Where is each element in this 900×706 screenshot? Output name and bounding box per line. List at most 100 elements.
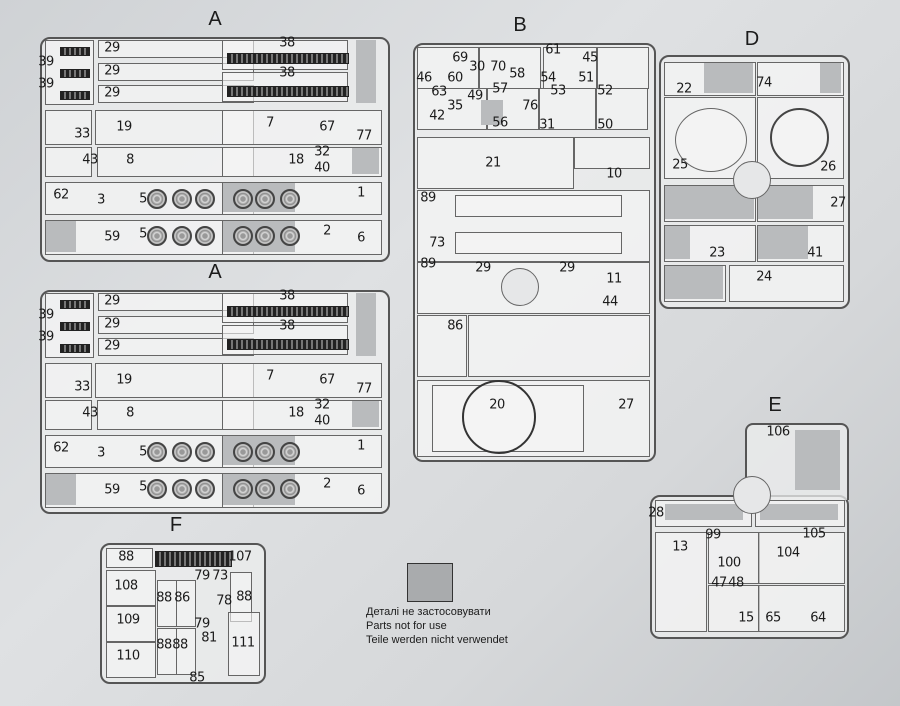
sprue-gate [501,268,539,306]
track-pin-part [60,300,90,309]
part-number-label: 86 [447,318,463,334]
part-number-label: 38 [279,35,295,51]
unused-part-area [481,100,503,125]
part-number-label: 30 [469,59,485,75]
part-number-label: 23 [709,245,725,261]
part-number-label: 77 [356,381,372,397]
part-number-label: 43 [82,405,98,421]
part-number-label: 109 [116,612,140,628]
sprue-cell [45,182,254,215]
track-pin-part [60,47,90,56]
part-number-label: 48 [728,575,744,591]
sprue-cell [539,88,596,130]
part-number-label: 26 [820,159,836,175]
part-number-label: 10 [606,166,622,182]
part-number-label: 50 [597,117,613,133]
road-wheel-part [280,189,300,209]
part-number-label: 108 [114,578,138,594]
part-number-label: 45 [582,50,598,66]
sprue-gate [733,161,771,199]
unused-part-area [46,221,76,252]
road-wheel-part [255,479,275,499]
unused-part-area [665,226,690,259]
road-wheel-part [147,226,167,246]
part-number-label: 32 [314,397,330,413]
part-number-label: 39 [38,54,54,70]
part-number-label: 3 [97,192,105,208]
part-number-label: 1 [357,438,365,454]
part-number-label: 69 [452,50,468,66]
part-number-label: 42 [429,108,445,124]
part-number-label: 67 [319,119,335,135]
part-number-label: 79 [194,616,210,632]
part-number-label: 106 [766,424,790,440]
part-number-label: 77 [356,128,372,144]
part-number-label: 3 [97,445,105,461]
part-number-label: 31 [539,117,555,133]
legend-text-ukrainian: Деталі не застосовувати [366,606,491,618]
road-wheel-part [172,189,192,209]
unused-part-area [704,63,753,93]
sprue-cell [655,532,707,632]
part-number-label: 59 [104,229,120,245]
part-number-label: 18 [288,152,304,168]
part-number-label: 8 [126,152,134,168]
road-wheel-part [255,189,275,209]
part-number-label: 2 [323,476,331,492]
part-number-label: 6 [357,230,365,246]
part-number-label: 11 [606,271,622,287]
part-number-label: 53 [550,83,566,99]
part-number-label: 28 [648,505,664,521]
sprue-title-a1: A [208,8,222,30]
part-number-label: 33 [74,126,90,142]
road-wheel-part [255,226,275,246]
road-wheel-part [255,442,275,462]
road-wheel-part [147,442,167,462]
part-number-label: 38 [279,288,295,304]
part-number-label: 7 [266,115,274,131]
sprue-title-f: F [169,514,183,536]
road-wheel-part [280,442,300,462]
part-number-label: 62 [53,440,69,456]
part-number-label: 32 [314,144,330,160]
road-wheel-part [195,189,215,209]
part-number-label: 13 [672,539,688,555]
part-number-label: 8 [126,405,134,421]
road-wheel-part [147,479,167,499]
part-number-label: 2 [323,223,331,239]
part-number-label: 29 [475,260,491,276]
part-number-label: 47 [711,575,727,591]
road-wheel-part [280,479,300,499]
track-pin-part [60,91,90,100]
track-link-part [227,339,349,350]
part-number-label: 88 [236,589,252,605]
legend-text-german: Teile werden nicht verwendet [366,634,508,646]
part-number-label: 40 [314,413,330,429]
part-number-label: 104 [776,545,800,561]
photo-etch-part [176,628,196,675]
sprue-cell [468,315,650,377]
road-wheel-part [233,442,253,462]
sprue-cell [417,47,479,89]
part-number-label: 79 [194,568,210,584]
track-pin-part [60,69,90,78]
part-number-label: 25 [672,157,688,173]
part-number-label: 6 [357,483,365,499]
track-pin-part [60,322,90,331]
part-number-label: 88 [118,549,134,565]
part-number-label: 21 [485,155,501,171]
turret-ring-part-26 [770,108,829,167]
part-number-label: 58 [509,66,525,82]
part-number-label: 59 [104,482,120,498]
part-number-label: 19 [116,372,132,388]
sprue-title-b: B [513,14,527,36]
sprue-cell [45,147,92,177]
part-number-label: 5 [139,191,147,207]
unused-part-area [352,148,379,174]
part-number-label: 78 [216,593,232,609]
photo-etch-part [228,612,260,676]
road-wheel-part [195,479,215,499]
road-wheel-part [172,479,192,499]
part-number-label: 88 [156,637,172,653]
part-number-label: 81 [201,630,217,646]
